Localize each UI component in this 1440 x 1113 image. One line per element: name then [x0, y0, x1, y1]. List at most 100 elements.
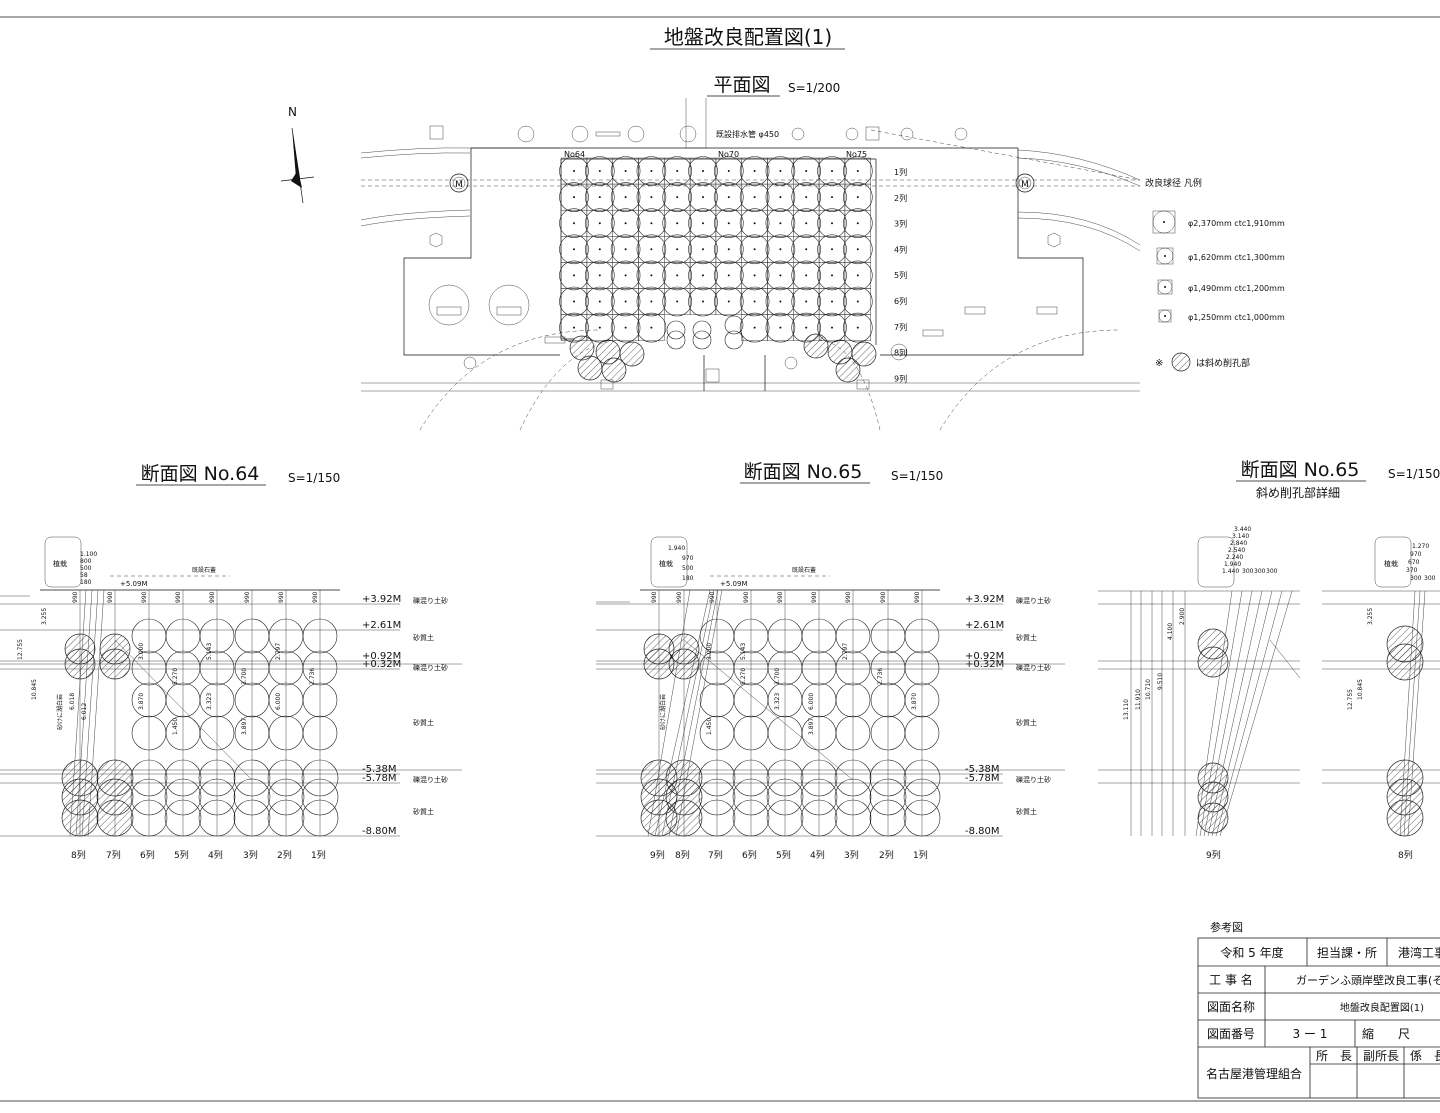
- legend-item-2: φ1,620mm ctc1,300mm: [1156, 247, 1285, 265]
- plan-pile-circle: [688, 286, 718, 317]
- legend-item-3: φ1,490mm ctc1,200mm: [1157, 279, 1285, 295]
- existing-cover-label: 既設石蓋: [792, 566, 816, 574]
- level-label: -8.80M: [362, 826, 397, 837]
- section-pile-circle: [835, 618, 871, 654]
- plan-pile-center: [573, 248, 575, 251]
- plan-pile-circle: [739, 260, 770, 291]
- plan-pile-center: [624, 222, 627, 225]
- spacing-label: 990: [175, 591, 182, 603]
- plan-pile-circle: [559, 182, 589, 212]
- section-3-title: 断面図 No.65: [1241, 459, 1360, 481]
- spacing-label: 990: [811, 591, 818, 603]
- plan-pile-center: [856, 196, 859, 199]
- level-label: +0.92M: [362, 651, 401, 662]
- plan-pile-circle: [791, 234, 822, 265]
- plan-pile-center: [856, 248, 859, 251]
- plan-pile-circle: [584, 286, 615, 317]
- plan-pile-center: [702, 300, 704, 303]
- plan-pile-center: [573, 170, 575, 172]
- plan-pile-center: [727, 248, 730, 251]
- column-label: 2列: [277, 849, 292, 861]
- tb-role-3: 係 長: [1410, 1049, 1440, 1063]
- plan-pile-circle: [791, 208, 822, 238]
- tb-work-value: ガーデンふ頭岸壁改良工事(その: [1296, 973, 1440, 987]
- road-curve-left-bottom: [360, 209, 471, 221]
- height-dim-label: 2.797: [842, 643, 849, 660]
- detail2-top-dim: 300: [1410, 575, 1422, 582]
- plan-pile-center: [598, 196, 601, 199]
- section-lower-pile: [233, 778, 271, 816]
- plan-pile-center: [676, 222, 679, 225]
- north-arrow-icon: N: [280, 105, 315, 204]
- height-dim-label: 6.000: [808, 693, 815, 710]
- plan-pile-circle: [662, 182, 693, 212]
- section-1-scale: S=1/150: [288, 471, 340, 485]
- planting-label: 植栽: [659, 559, 673, 568]
- plan-pile-center: [676, 196, 679, 199]
- height-dim-label: 3.323: [774, 693, 781, 710]
- tb-work-label: 工 事 名: [1209, 972, 1253, 987]
- manhole-right-icon: M: [1015, 173, 1035, 193]
- plan-pile-center: [753, 170, 756, 172]
- section-lower-pile: [198, 759, 236, 797]
- plan-pile-circle: [791, 286, 822, 317]
- diagonal-drill-line: [81, 589, 99, 837]
- plan-row-label: 2列: [894, 193, 907, 203]
- section-lower-pile: [903, 799, 941, 837]
- plan-pile-circle: [765, 260, 796, 291]
- plan-row-label: 3列: [894, 219, 907, 229]
- plan-pile-center: [805, 196, 808, 199]
- section-lower-pile: [164, 759, 202, 797]
- plan-pile-center: [624, 248, 627, 251]
- ref-label: 参考図: [1210, 920, 1243, 934]
- plan-pile-circle: [559, 234, 589, 265]
- detail-left-dim: 2.900: [1179, 608, 1186, 625]
- manhole-left-label: M: [455, 180, 463, 190]
- soil-label: 砂質土: [1016, 718, 1037, 727]
- plan-pile-center: [753, 248, 756, 251]
- plan-pile-center: [831, 196, 833, 199]
- station-no70: No70: [718, 150, 739, 159]
- section-lower-pile: [903, 778, 941, 816]
- slope-line: [683, 639, 854, 781]
- plan-pile-circle: [636, 182, 667, 212]
- plan-pile-circle: [817, 234, 847, 265]
- plan-pile-center: [573, 300, 575, 303]
- plan-row-label: 6列: [894, 296, 907, 306]
- plan-hatched-pile: [835, 357, 861, 383]
- section-lower-pile: [698, 778, 736, 816]
- spacing-label: 990: [244, 591, 251, 603]
- detail-left-dim: 12.755: [1347, 689, 1354, 710]
- tb-role-2: 副所長: [1363, 1049, 1399, 1063]
- legend-note-mark: ※: [1155, 358, 1163, 369]
- plan-pile-center: [805, 248, 808, 251]
- detail-hatched-pile: [1197, 646, 1229, 678]
- level-label: -8.80M: [965, 826, 1000, 837]
- height-dim-label: 3.000: [138, 643, 145, 660]
- plan-pile-circle: [842, 208, 873, 238]
- detail2-top-dim: 970: [1410, 551, 1422, 558]
- plan-pile-circle: [842, 312, 873, 343]
- plan-pile-center: [831, 222, 833, 225]
- plan-pile-center: [856, 326, 859, 329]
- slope-line: [114, 639, 253, 781]
- plan-pile-center: [702, 248, 704, 251]
- legend-item-1: φ2,370mm ctc1,910mm: [1152, 210, 1285, 234]
- section-pile-circle: [904, 618, 940, 654]
- section-lower-pile: [732, 759, 770, 797]
- section-lower-pile: [665, 799, 703, 837]
- detail2-top-dim: 670: [1408, 559, 1420, 566]
- arc-4: [939, 329, 1121, 431]
- column-label: 1列: [311, 849, 326, 861]
- plan-row-label: 1列: [894, 167, 907, 177]
- height-dim-label: 3.323: [206, 693, 213, 710]
- detail2-top-dim: 1.270: [1412, 543, 1429, 550]
- plan-pile-circle: [636, 156, 667, 186]
- plan-pile-center: [779, 196, 782, 199]
- soil-label: 礫混り土砂: [413, 663, 448, 672]
- column-label: 6列: [140, 849, 155, 861]
- plan-pile-center: [650, 326, 653, 329]
- height-dim-label: 3.870: [911, 693, 918, 710]
